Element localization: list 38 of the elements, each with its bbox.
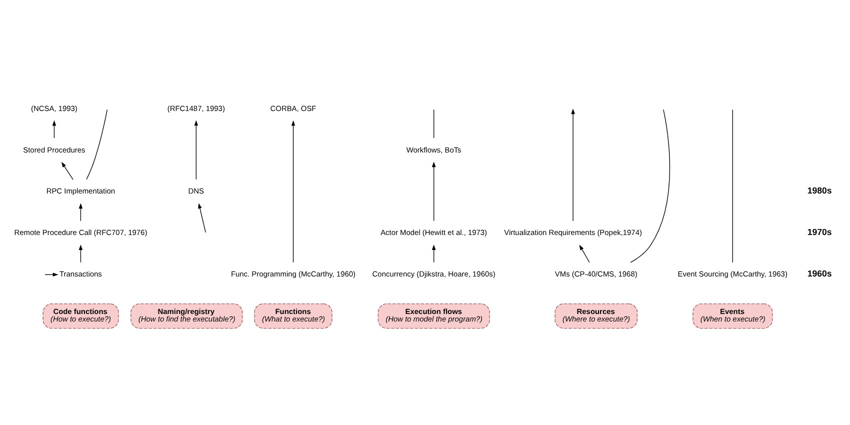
arrow <box>78 244 83 263</box>
arrow <box>61 162 74 180</box>
arrow <box>291 120 296 263</box>
node-text: Stored Procedures <box>23 145 86 154</box>
arrow <box>194 120 198 180</box>
arrow <box>579 244 590 263</box>
connector <box>630 109 670 263</box>
node-text: Actor Model (Hewitt et al., 1973) <box>380 228 488 238</box>
arrow <box>432 244 436 263</box>
connector <box>732 109 733 263</box>
node-text: Virtualization Requirements (Popek,1974) <box>504 228 642 238</box>
node-text: VMs (CP-40/CMS, 1968) <box>554 270 638 279</box>
node-text: Remote Procedure Call (RFC707, 1976) <box>14 228 148 238</box>
node-text: RPC Implementation <box>46 186 116 196</box>
node-box: Naming/registry (How to find the executable?) <box>130 304 243 329</box>
node-box: Functions (What to execute?) <box>254 304 332 329</box>
node-text: Event Sourcing (McCarthy, 1963) <box>678 270 788 279</box>
arrow <box>52 120 56 138</box>
arrow <box>198 203 206 233</box>
arrow <box>432 162 436 222</box>
node-text: Transactions <box>60 270 102 279</box>
label: 1970s <box>807 226 832 237</box>
node-text: CORBA, OSF <box>270 104 316 113</box>
node-box: Code functions (How to execute?) <box>42 304 119 329</box>
node-text: (RFC1487, 1993) <box>167 104 225 113</box>
node-text: Func. Programming (McCarthy, 1960) <box>230 270 356 279</box>
arrow <box>78 203 83 222</box>
node-box: Events (When to execute?) <box>692 304 773 329</box>
node-text: (NCSA, 1993) <box>31 104 78 113</box>
connector <box>86 109 108 180</box>
node-box: Resources (Where to execute?) <box>554 304 638 329</box>
node-box: Execution flows (How to model the program?) <box>378 304 490 329</box>
label: 1960s <box>807 268 832 278</box>
label: 1980s <box>807 185 832 196</box>
node-text: Workflows, BoTs <box>406 145 462 154</box>
node-text: Concurrency (Djikstra, Hoare, 1960s) <box>372 270 496 279</box>
arrow <box>571 108 575 222</box>
node-text: DNS <box>188 186 204 196</box>
